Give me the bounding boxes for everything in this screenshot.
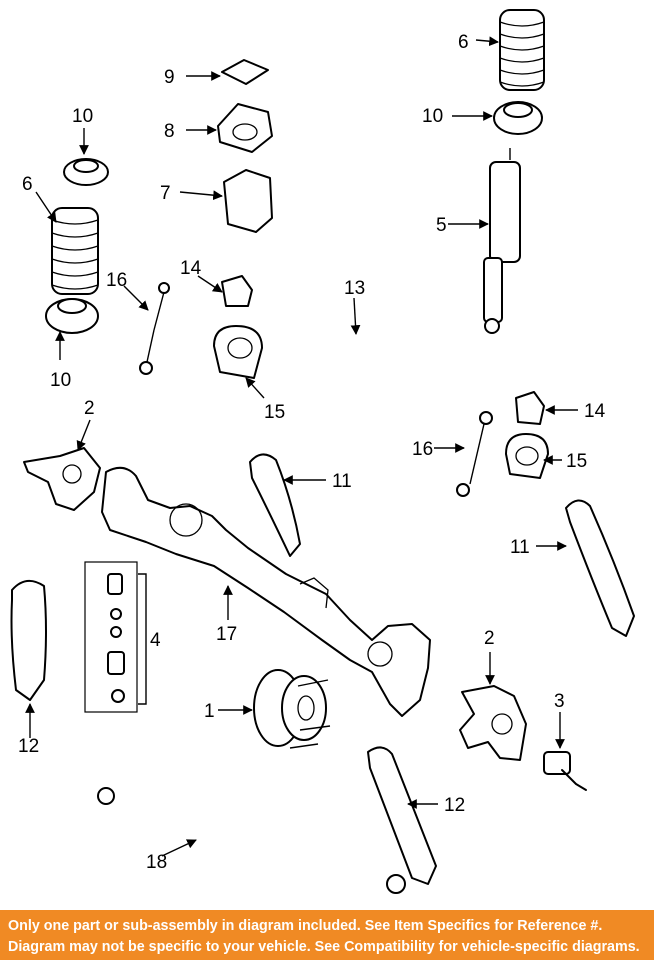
stabilizer-bar — [176, 228, 568, 384]
disclaimer-banner: Only one part or sub-assembly in diagram… — [0, 910, 654, 960]
callout-6-left: 6 — [22, 174, 33, 195]
callout-2-left: 2 — [84, 398, 95, 419]
callout-13: 13 — [344, 278, 365, 299]
callout-5: 5 — [436, 215, 447, 236]
callout-8: 8 — [164, 121, 175, 142]
bushing-clamp-right — [505, 433, 549, 479]
steering-knuckle-right — [459, 685, 527, 761]
ball-joint — [543, 751, 587, 791]
callout-7: 7 — [160, 183, 171, 204]
coil-spring-left — [51, 207, 99, 295]
disclaimer-line-2: Diagram may not be specific to your vehi… — [8, 939, 640, 955]
ball-joint-kit — [84, 561, 138, 713]
shock-absorber — [483, 148, 521, 334]
callout-3: 3 — [554, 691, 565, 712]
stabilizer-link-right — [456, 411, 493, 497]
callout-6-right: 6 — [458, 32, 469, 53]
coil-spring-right — [499, 9, 545, 91]
stabilizer-bushing-left — [221, 275, 253, 307]
axle-housing — [101, 466, 431, 717]
stabilizer-link-left — [139, 282, 170, 375]
callout-14-left: 14 — [180, 258, 202, 279]
callout-10-right: 10 — [422, 106, 443, 127]
callout-10-left-top: 10 — [72, 106, 93, 127]
callout-4: 4 — [150, 630, 161, 651]
callout-15-right: 15 — [566, 451, 587, 472]
leader-arrows — [25, 36, 578, 857]
hub-bearing — [253, 669, 331, 749]
bushing-clamp-left — [213, 325, 263, 379]
callout-18: 18 — [146, 852, 167, 873]
spring-seat-left-bottom — [45, 298, 99, 334]
callout-2-right: 2 — [484, 628, 495, 649]
callout-9: 9 — [164, 67, 175, 88]
jounce-bumper — [223, 169, 273, 233]
callout-12-right: 12 — [444, 795, 465, 816]
lower-control-arm-right — [367, 746, 437, 885]
stabilizer-bushing-right — [515, 391, 545, 425]
callout-11-center: 11 — [332, 471, 352, 492]
callout-17: 17 — [216, 624, 237, 645]
callout-10-left-bottom: 10 — [50, 370, 71, 391]
callout-1: 1 — [204, 701, 215, 722]
spring-seat-left-top — [63, 158, 109, 186]
suspension-parts-diagram: 6 10 5 9 8 7 10 6 10 16 14 15 13 2 11 14… — [10, 9, 635, 894]
spring-seat-right — [493, 101, 543, 135]
callout-15-left: 15 — [264, 402, 285, 423]
disclaimer-line-1: Only one part or sub-assembly in diagram… — [8, 918, 603, 934]
track-bar — [97, 787, 406, 894]
callout-12-left: 12 — [18, 736, 39, 757]
callout-16-right: 16 — [412, 439, 433, 460]
callout-14-right: 14 — [584, 401, 606, 422]
callout-labels: 6 10 5 9 8 7 10 6 10 16 14 15 13 2 11 14… — [18, 32, 606, 873]
callout-11-right: 11 — [510, 537, 530, 558]
upper-control-arm-right — [565, 499, 635, 637]
bumper-bracket — [217, 103, 273, 153]
lower-control-arm-left — [10, 579, 47, 701]
steering-knuckle-left — [23, 447, 101, 511]
upper-control-arm-left — [249, 453, 301, 557]
bumper-pad — [221, 59, 269, 85]
callout-16-left: 16 — [106, 270, 127, 291]
